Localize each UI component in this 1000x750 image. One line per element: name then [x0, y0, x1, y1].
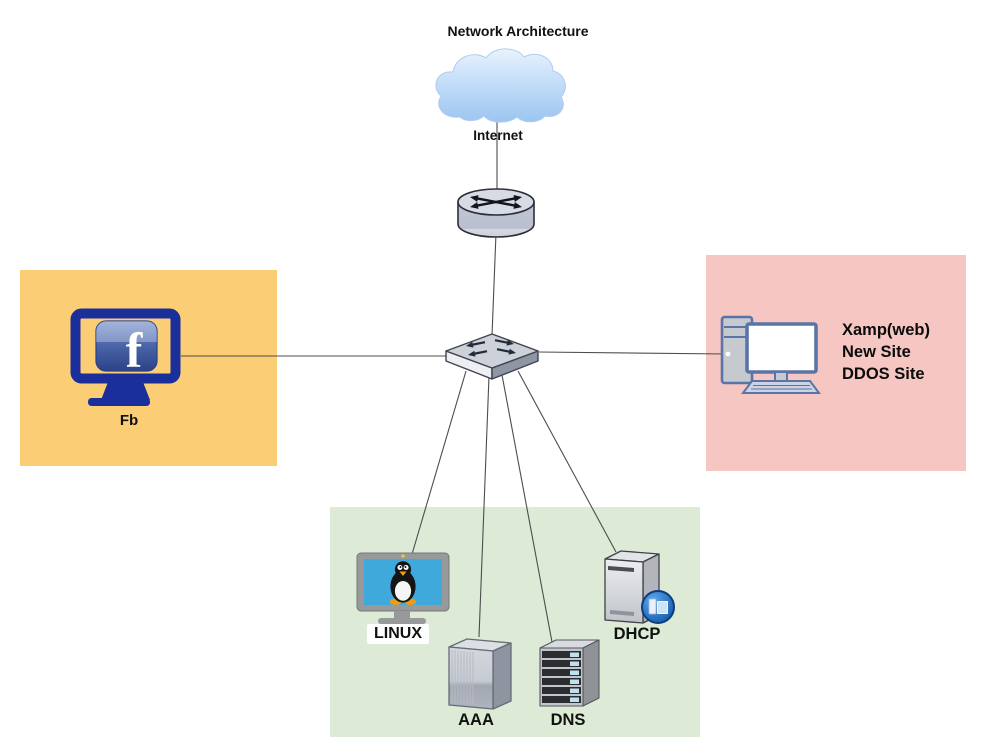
linux-label: LINUX — [367, 624, 429, 644]
dns-side — [582, 639, 600, 707]
switch-top-face — [445, 333, 539, 369]
dhcp-server-node[interactable] — [604, 550, 675, 624]
link-router-switch — [491, 232, 497, 337]
aaa-vents — [451, 650, 474, 705]
switch-arrows-icon — [466, 339, 516, 357]
internet-cloud-node[interactable] — [435, 48, 566, 123]
dns-server-node[interactable] — [539, 639, 600, 707]
fb-monitor-neck — [101, 382, 150, 400]
page-title: Network Architecture — [447, 23, 589, 39]
aaa-server-node[interactable] — [448, 638, 512, 710]
xamp-label-line2: New Site — [842, 343, 911, 361]
link-switch-dhcp — [517, 370, 617, 553]
tux-icon — [389, 561, 417, 605]
pc-power-led — [725, 351, 731, 357]
cloud-icon — [435, 48, 566, 123]
fb-monitor-base — [88, 398, 150, 406]
webcam-dot — [401, 554, 405, 558]
fb-monitor-frame — [70, 308, 181, 384]
facebook-logo-icon: f — [95, 320, 158, 378]
dhcp-slot-lower — [610, 610, 634, 616]
dns-label: DNS — [550, 711, 586, 729]
xamp-label-line1: Xamp(web) — [842, 321, 931, 339]
linux-monitor-node[interactable] — [356, 552, 450, 624]
router-node[interactable] — [457, 188, 535, 238]
pc-monitor-neck — [774, 371, 788, 382]
linux-monitor-base — [378, 618, 426, 624]
router-arrows-icon — [470, 195, 522, 209]
dhcp-badge-icon — [641, 590, 675, 624]
aaa-side — [492, 642, 512, 710]
connection-lines — [181, 118, 728, 643]
dhcp-slot — [608, 566, 634, 572]
switch-node[interactable] — [445, 333, 539, 380]
dhcp-label: DHCP — [613, 625, 661, 643]
pc-monitor — [745, 322, 818, 374]
linux-monitor-neck — [394, 611, 410, 619]
link-switch-dns — [501, 374, 553, 643]
pc-keyboard — [741, 380, 821, 394]
link-switch-xamp — [538, 351, 728, 355]
aaa-label: AAA — [458, 711, 494, 729]
facebook-monitor-node[interactable]: f — [70, 308, 181, 407]
aaa-front — [448, 646, 494, 710]
desktop-computer-node[interactable] — [720, 315, 821, 394]
fb-label: Fb — [119, 412, 139, 429]
dns-rack-slots — [542, 651, 581, 703]
fb-logo-letter: f — [126, 322, 144, 378]
xamp-label-line3: DDOS Site — [842, 365, 925, 383]
dhcp-front — [604, 558, 644, 624]
internet-label: Internet — [473, 128, 523, 143]
link-switch-linux — [409, 370, 467, 562]
link-switch-aaa — [478, 375, 490, 638]
